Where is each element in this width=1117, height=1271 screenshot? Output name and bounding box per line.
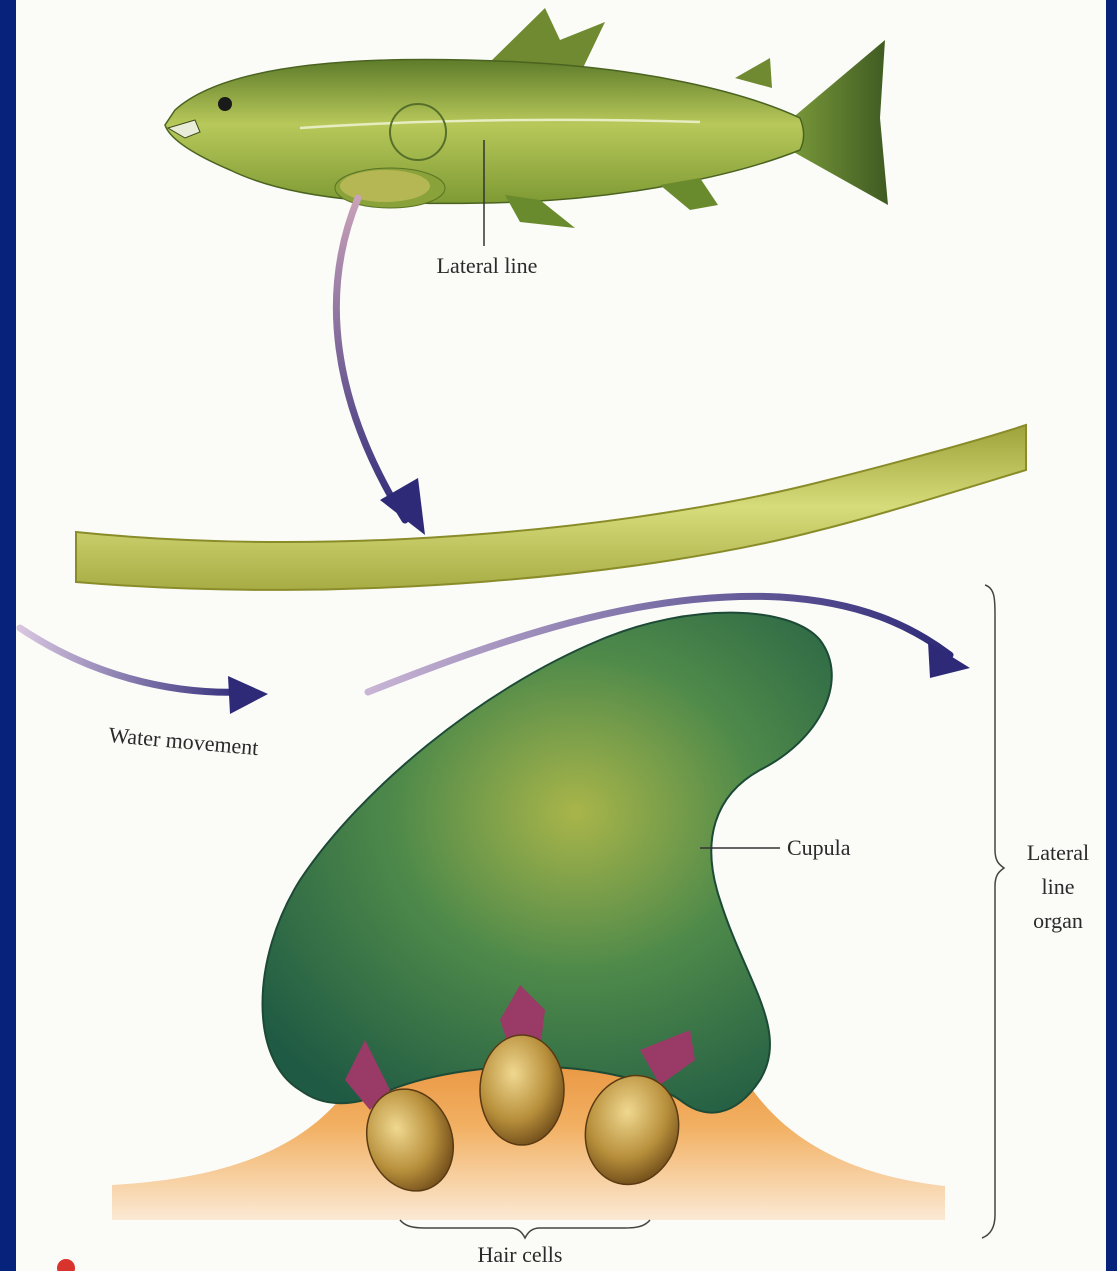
zoom-arrow [336,198,425,535]
fish-adipose-fin [735,58,772,88]
fish-eye [218,97,232,111]
water-movement-label: Water movement [108,722,260,760]
hair-cells-bracket [400,1220,650,1238]
hair-cells-label: Hair cells [478,1242,563,1267]
fish-magnified-patch [340,170,430,202]
fish-illustration [165,8,888,246]
cupula-label: Cupula [787,835,851,860]
lateral-line-organ-label-3: organ [1033,908,1083,933]
lateral-line-organ-bracket [982,585,1004,1238]
cupula-shape [263,613,832,1113]
lateral-line-organ-label-1: Lateral [1027,840,1089,865]
fish-tail [790,40,888,205]
corner-badge [57,1259,75,1271]
lateral-line-label: Lateral line [437,253,538,278]
water-movement-arrow-left [20,628,268,714]
lateral-line-organ-label-2: line [1042,874,1075,899]
lateral-line-canal [76,425,1026,590]
